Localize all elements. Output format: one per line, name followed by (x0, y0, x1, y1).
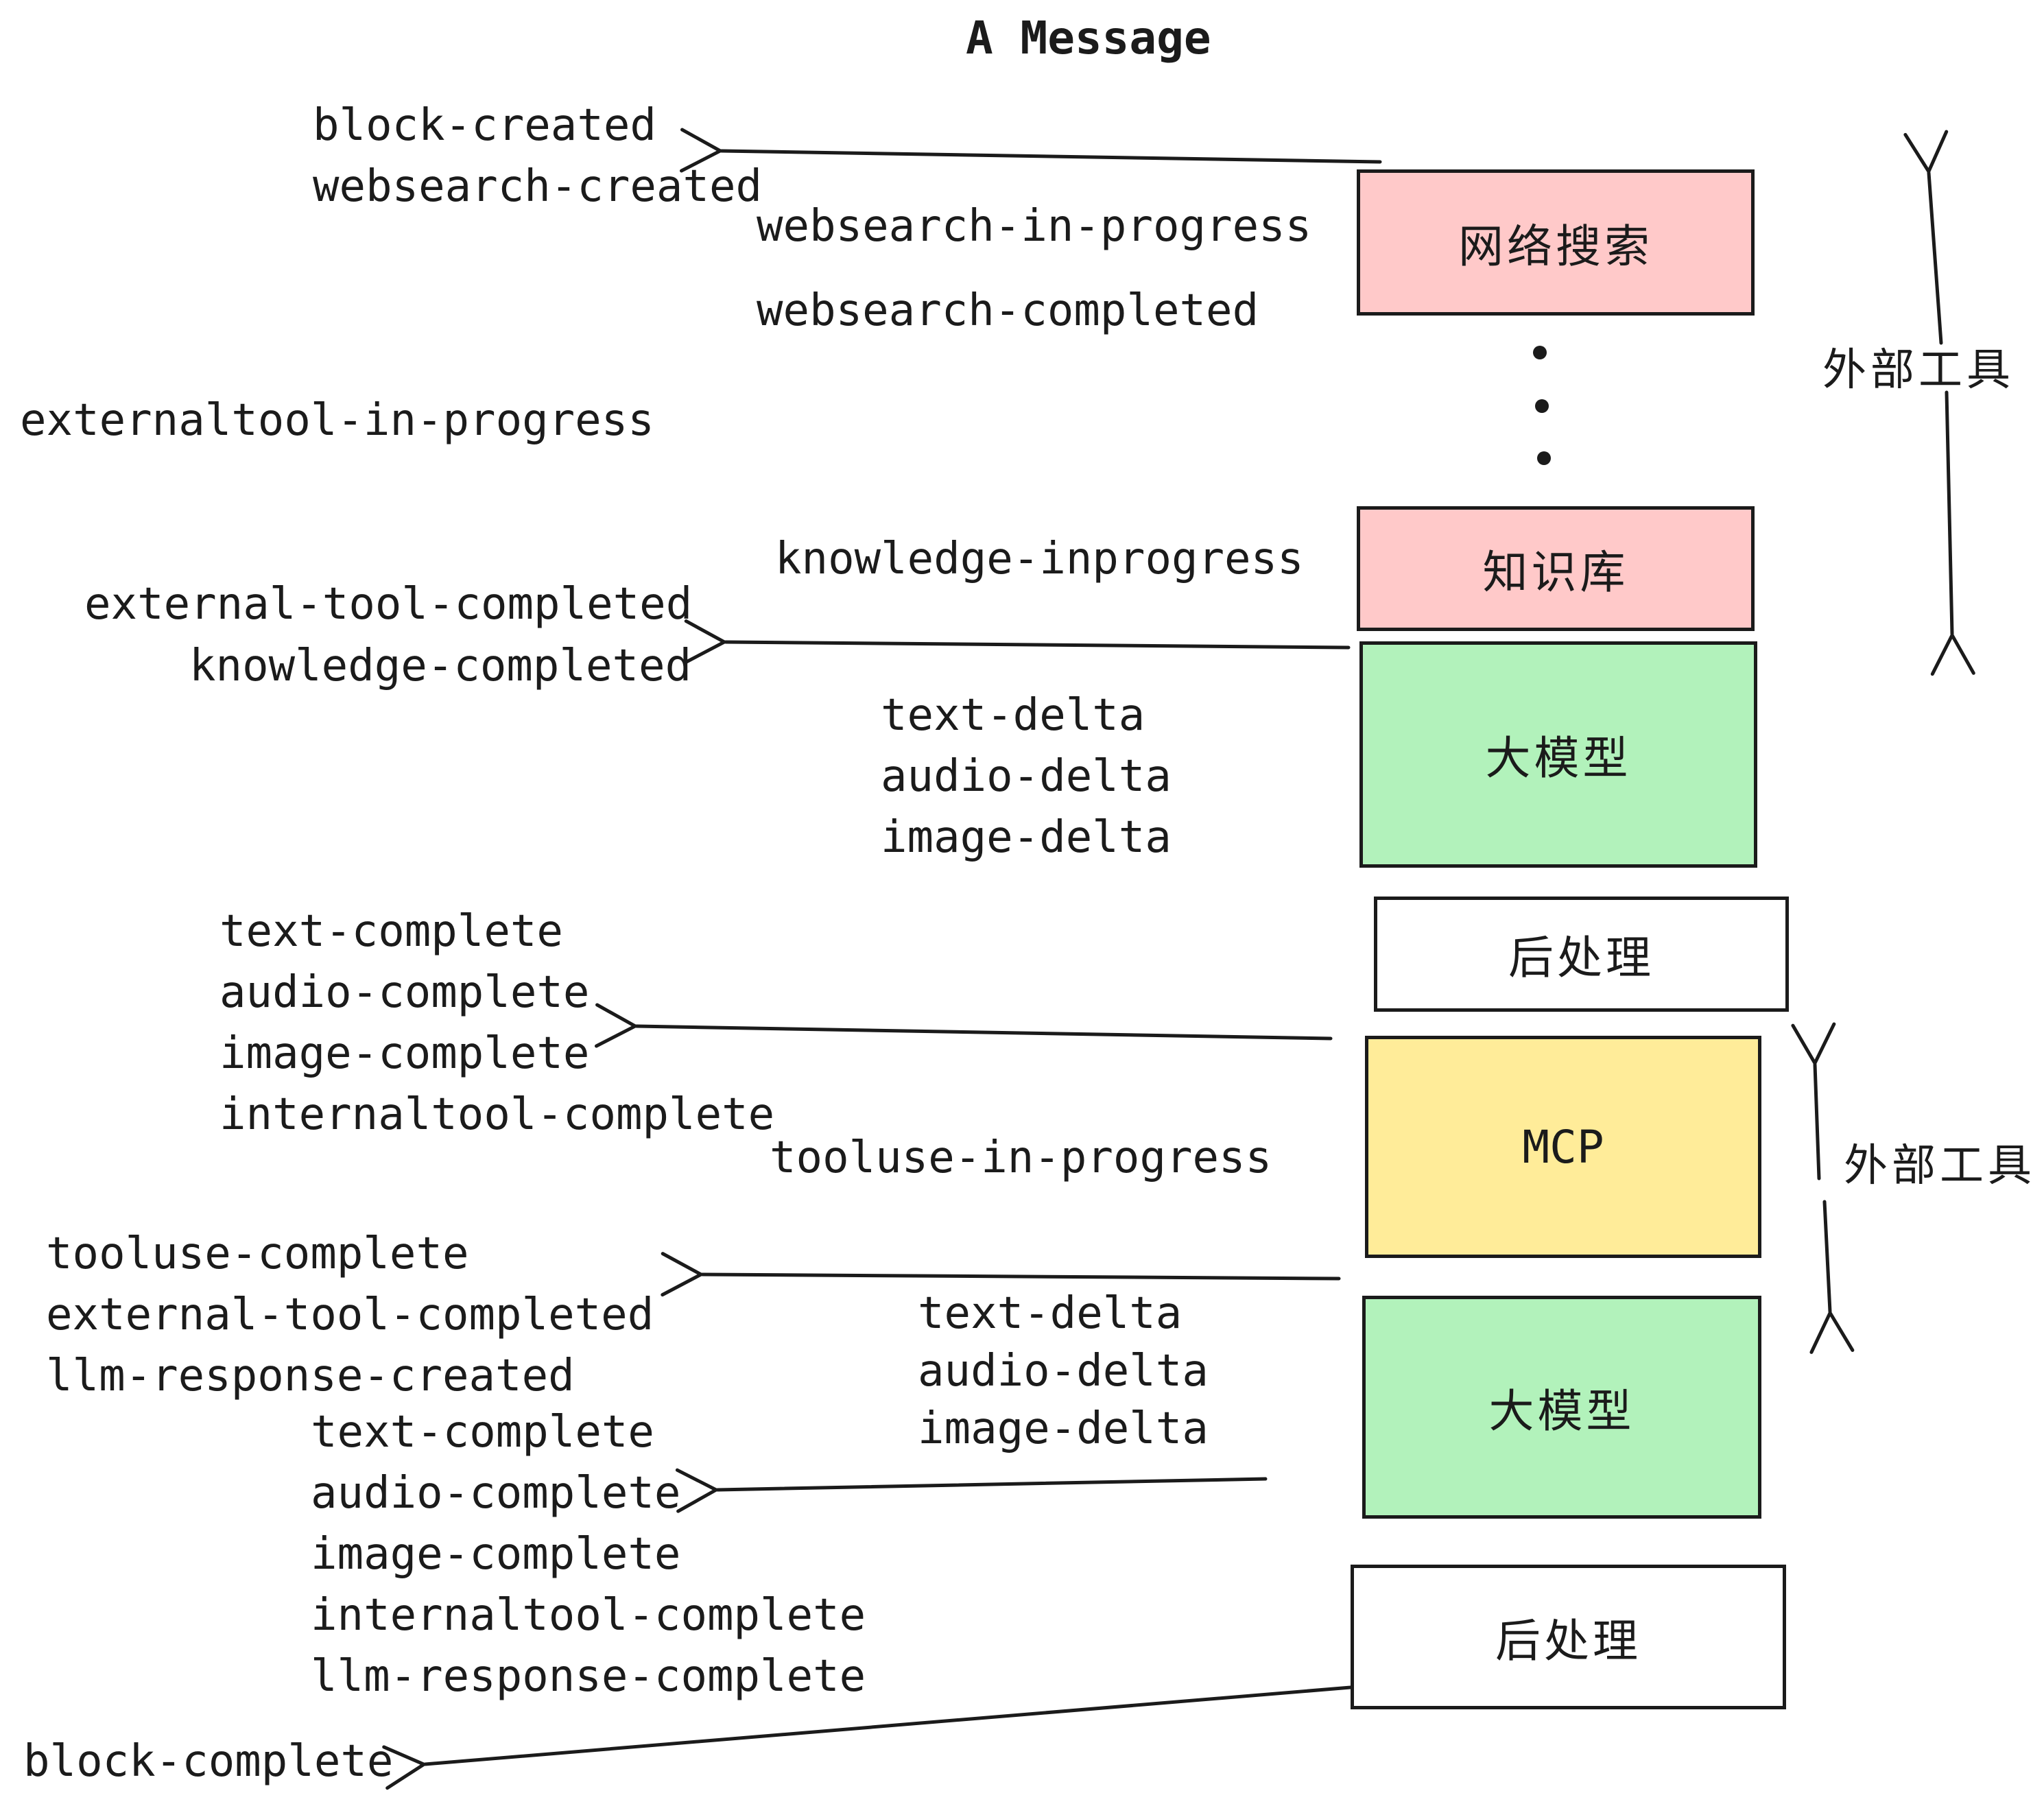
external-tools-down-arrow-1 (1930, 390, 1975, 676)
box-knowledge: 知识库 (1357, 506, 1755, 631)
box-knowledge-label: 知识库 (1482, 547, 1629, 597)
event-llm-response-complete: llm-response-complete (311, 1651, 866, 1702)
arrow-to-image-complete (594, 1003, 1333, 1048)
external-tools-up-arrow-1 (1903, 130, 1949, 345)
box-postprocess-2-label: 后处理 (1495, 1615, 1641, 1666)
box-postprocess-2: 后处理 (1351, 1565, 1786, 1709)
event-audio-delta-2: audio-delta (918, 1346, 1209, 1397)
event-block-created: block-created (313, 100, 656, 151)
event-image-delta-2: image-delta (918, 1403, 1209, 1454)
box-llm-2: 大模型 (1362, 1296, 1761, 1519)
box-postprocess-1: 后处理 (1374, 897, 1789, 1012)
event-image-complete-1: image-complete (219, 1028, 590, 1079)
event-externaltool-in-progress: externaltool-in-progress (20, 395, 654, 446)
event-internaltool-complete-1: internaltool-complete (219, 1089, 775, 1140)
external-tools-up-arrow-2 (1791, 1022, 1836, 1180)
external-tools-label-2: 外部工具 (1844, 1141, 2036, 1190)
box-llm-2-label: 大模型 (1488, 1385, 1635, 1436)
box-mcp-label: MCP (1522, 1120, 1604, 1174)
box-llm-1-label: 大模型 (1485, 733, 1632, 783)
arrow-websearch-to-created-events (680, 128, 1382, 173)
event-text-delta-2: text-delta (918, 1288, 1183, 1339)
event-tooluse-in-progress: tooluse-in-progress (770, 1132, 1272, 1183)
box-websearch: 网络搜索 (1357, 169, 1755, 316)
vertical-ellipsis (1533, 346, 1551, 465)
arrow-to-knowledge-completed (684, 619, 1351, 664)
event-tooluse-complete: tooluse-complete (46, 1229, 469, 1279)
event-text-complete-1: text-complete (219, 906, 563, 957)
box-mcp: MCP (1365, 1036, 1761, 1258)
event-external-tool-completed-2: external-tool-completed (46, 1290, 654, 1340)
event-text-delta-1: text-delta (881, 690, 1145, 741)
event-knowledge-completed: knowledge-completed (189, 641, 692, 691)
event-block-complete: block-complete (23, 1736, 394, 1787)
event-websearch-completed: websearch-completed (757, 285, 1259, 336)
event-external-tool-completed-1: external-tool-completed (84, 579, 693, 630)
event-text-complete-2: text-complete (311, 1407, 654, 1458)
event-knowledge-inprogress: knowledge-inprogress (775, 534, 1304, 584)
event-image-delta-1: image-delta (881, 812, 1172, 863)
event-audio-complete-2: audio-complete (311, 1468, 681, 1519)
event-audio-complete-1: audio-complete (219, 967, 590, 1018)
external-tools-down-arrow-2 (1809, 1200, 1855, 1354)
event-audio-delta-1: audio-delta (881, 751, 1172, 802)
diagram-title: A Message (966, 12, 1211, 64)
event-websearch-created: websearch-created (313, 161, 763, 212)
box-websearch-label: 网络搜索 (1458, 220, 1653, 272)
event-image-complete-2: image-complete (311, 1529, 681, 1580)
box-llm-1: 大模型 (1359, 641, 1757, 868)
event-llm-response-created: llm-response-created (46, 1351, 575, 1401)
external-tools-label-1: 外部工具 (1822, 345, 2015, 394)
arrow-to-audio-complete (675, 1468, 1268, 1513)
arrow-to-tooluse-complete (661, 1252, 1341, 1297)
event-internaltool-complete-2: internaltool-complete (311, 1590, 866, 1641)
box-postprocess-1-label: 后处理 (1508, 932, 1654, 983)
event-websearch-in-progress: websearch-in-progress (757, 201, 1312, 252)
